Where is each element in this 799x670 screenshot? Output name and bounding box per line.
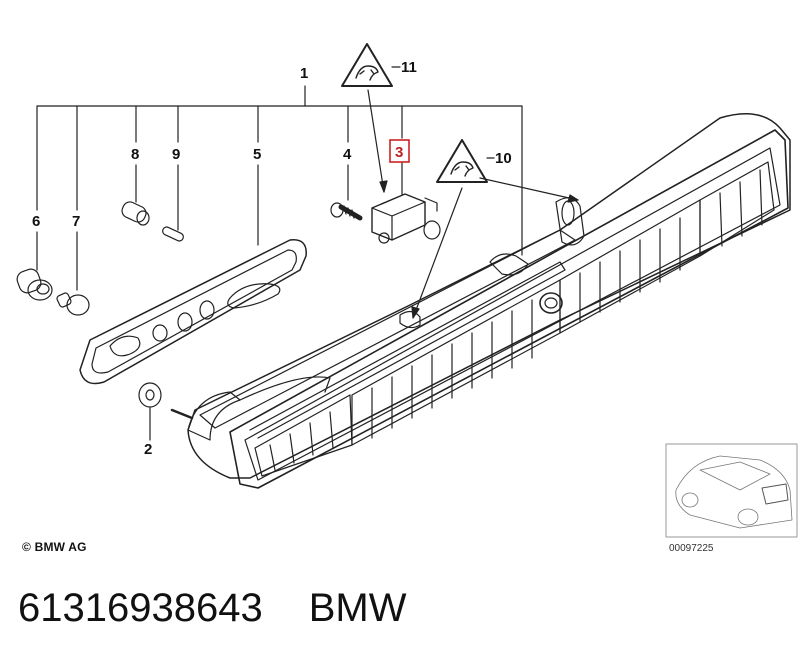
bulb-part bbox=[56, 292, 90, 316]
leader-lines bbox=[36, 85, 579, 441]
warning-triangle-icon bbox=[341, 43, 393, 87]
tail-light-assembly bbox=[187, 113, 791, 489]
thumbnail-code: 00097225 bbox=[669, 543, 714, 554]
callout-3-highlight bbox=[389, 139, 410, 163]
wedge-bulb-part bbox=[162, 226, 184, 242]
callout-10: 10 bbox=[495, 150, 512, 167]
nut-part bbox=[138, 382, 162, 408]
callout-8: 8 bbox=[131, 146, 139, 163]
bulb-socket-part bbox=[16, 268, 53, 301]
callout-9: 9 bbox=[172, 146, 180, 163]
callout-4: 4 bbox=[343, 146, 352, 163]
car-thumbnail bbox=[665, 443, 798, 538]
small-socket-part bbox=[121, 201, 150, 226]
callout-11: 11 bbox=[401, 59, 417, 76]
callout-7: 7 bbox=[72, 213, 80, 230]
connector-part bbox=[371, 193, 441, 244]
part-number: 61316938643 bbox=[18, 586, 263, 630]
callout-3: 3 bbox=[395, 144, 403, 161]
copyright-text: © BMW AG bbox=[22, 540, 87, 554]
brand-name: BMW bbox=[308, 586, 407, 630]
gasket-part bbox=[79, 239, 307, 385]
callout-5: 5 bbox=[253, 146, 261, 163]
callout-2: 2 bbox=[144, 441, 152, 458]
callout-6: 6 bbox=[32, 213, 40, 230]
part-footer: 61316938643 BMW bbox=[18, 586, 452, 631]
callout-1: 1 bbox=[300, 65, 308, 82]
warning-triangle-icon bbox=[436, 139, 488, 183]
screw-part bbox=[330, 202, 363, 221]
